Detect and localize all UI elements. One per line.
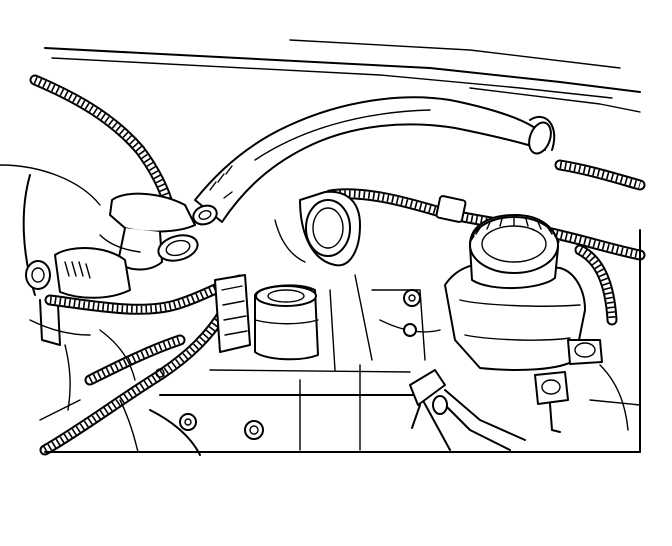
center-bracket	[254, 284, 319, 361]
reservoir-cap	[469, 214, 560, 289]
bolt-heads	[179, 289, 421, 440]
throttle-linkage	[409, 369, 526, 451]
valve-cover-bracket	[214, 274, 251, 353]
lower-left-detail-lines	[39, 329, 165, 453]
harness-connector	[435, 195, 467, 223]
upper-radiator-hose	[194, 96, 556, 223]
thermostat-housing	[99, 192, 199, 271]
hood-edge-lines	[44, 39, 641, 113]
left-component-housing	[0, 164, 131, 346]
main-wire-harness	[39, 274, 246, 456]
drawing-bottom-edge	[44, 229, 641, 453]
coolant-outlet-pipe	[274, 190, 361, 267]
hose-clamp	[192, 204, 218, 226]
right-brake-fittings	[534, 339, 641, 433]
left-upper-wire-harness	[29, 74, 176, 216]
coolant-reservoir	[444, 261, 586, 371]
